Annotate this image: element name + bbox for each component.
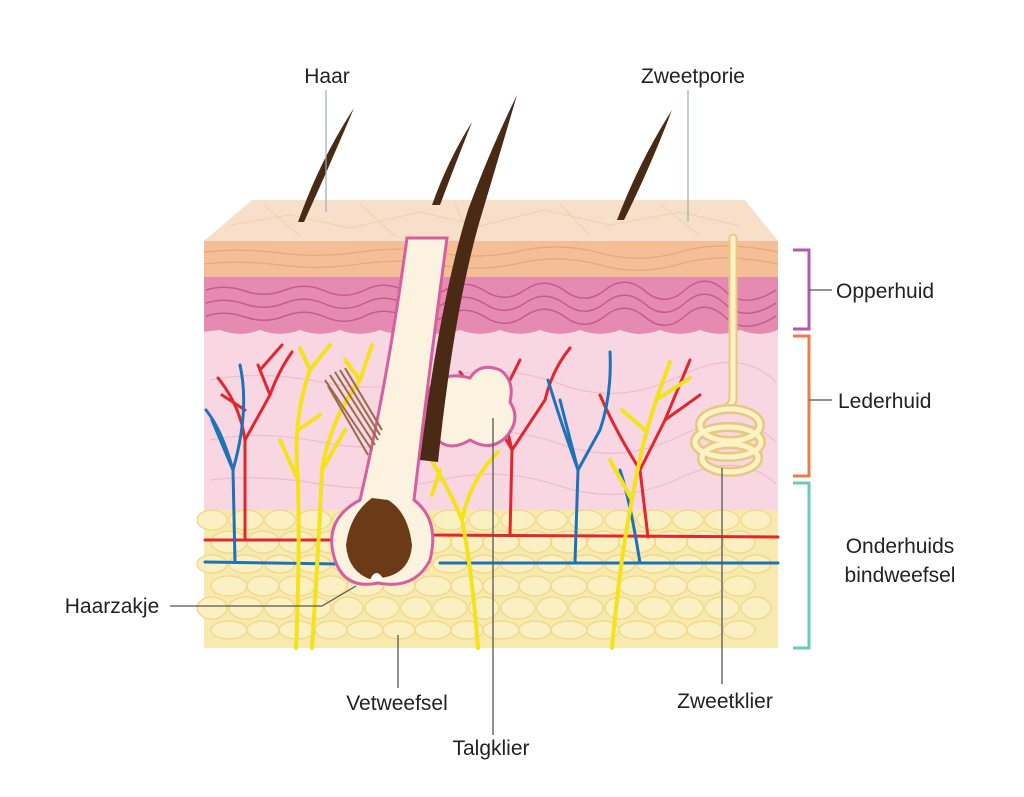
fat-cell xyxy=(246,530,280,554)
label-epidermis: Opperhuid xyxy=(836,280,934,303)
fat-cell xyxy=(536,596,568,620)
fat-cell xyxy=(654,620,688,640)
fat-cell xyxy=(228,596,264,620)
hair-shaft-main xyxy=(420,95,517,462)
fat-cell xyxy=(722,575,756,597)
fat-cell xyxy=(618,620,656,640)
fat-cell xyxy=(264,509,296,531)
hair-shaft-middle xyxy=(432,122,472,205)
fat-cell xyxy=(246,575,280,597)
dermis-bracket xyxy=(793,334,811,478)
fat-cell xyxy=(740,509,772,531)
fat-cell xyxy=(550,575,588,597)
skin-block xyxy=(196,95,780,650)
fat-cell xyxy=(586,530,620,554)
subcutis-bracket xyxy=(793,481,811,650)
papillary-waves xyxy=(205,280,777,327)
fat-cell xyxy=(196,509,228,531)
layer-brackets xyxy=(793,248,811,650)
fat-cell xyxy=(568,596,604,620)
label-sebaceous-gland: Talgklier xyxy=(452,737,529,760)
label-sweat-gland: Zweetklier xyxy=(677,690,773,713)
epidermis-bracket xyxy=(793,248,811,331)
nerves xyxy=(278,343,692,650)
surface-texture xyxy=(229,203,741,237)
fat-cell xyxy=(686,530,724,554)
label-hair-follicle: Haarzakje xyxy=(65,595,160,618)
fat-cell xyxy=(482,620,520,640)
fat-cell xyxy=(500,509,536,531)
fat-cell xyxy=(482,575,520,597)
stratum-layer xyxy=(204,241,778,277)
fat-cell xyxy=(550,620,588,640)
fat-cell xyxy=(722,530,756,554)
fat-cell xyxy=(432,596,468,620)
stratum-lines xyxy=(203,245,779,271)
fat-cell xyxy=(654,575,688,597)
fat-cell xyxy=(672,509,704,531)
fat-cell xyxy=(468,509,500,531)
fat-cell xyxy=(332,596,364,620)
fat-cell xyxy=(636,596,672,620)
label-sweat-pore: Zweetporie xyxy=(641,65,745,88)
fat-cell xyxy=(740,596,772,620)
skin-surface xyxy=(204,200,778,241)
fat-cell xyxy=(196,596,228,620)
fat-cell xyxy=(500,596,536,620)
fat-cell xyxy=(364,596,400,620)
fat-cell xyxy=(414,620,452,640)
fat-cell xyxy=(382,620,416,640)
fat-cell xyxy=(314,575,348,597)
fat-cell xyxy=(400,596,432,620)
fat-cell xyxy=(210,620,248,640)
fat-cell xyxy=(618,575,656,597)
label-dermis: Lederhuid xyxy=(838,390,931,413)
fat-cell xyxy=(296,509,332,531)
fat-cell xyxy=(518,575,552,597)
hair-shaft-right xyxy=(617,110,672,220)
fat-cell xyxy=(672,596,704,620)
fat-cell xyxy=(686,575,724,597)
fat-cell xyxy=(686,620,724,640)
fat-cell xyxy=(722,620,756,640)
fat-cell xyxy=(536,509,568,531)
fat-cell xyxy=(210,530,248,554)
leader-lines xyxy=(170,90,832,735)
papillary-layer xyxy=(204,277,778,334)
labels: Haar Zweetporie Opperhuid Lederhuid Onde… xyxy=(65,65,956,760)
arrector-pili-muscle xyxy=(324,367,383,456)
fat-cell xyxy=(346,620,384,640)
fat-cell xyxy=(314,620,348,640)
label-hair: Haar xyxy=(304,65,350,88)
fat-cell xyxy=(586,575,620,597)
fat-cell xyxy=(196,554,228,574)
fat-cell xyxy=(654,530,688,554)
fat-cell xyxy=(414,575,452,597)
sweat-gland xyxy=(690,233,766,477)
fat-cell xyxy=(604,596,636,620)
fat-cell xyxy=(636,509,672,531)
fat-cell xyxy=(568,509,604,531)
label-fat-tissue: Vetweefsel xyxy=(346,692,448,715)
fat-cell xyxy=(264,596,296,620)
label-subcutis-line2: bindweefsel xyxy=(845,564,956,587)
fat-cell xyxy=(450,575,484,597)
fat-cell xyxy=(246,620,280,640)
label-subcutis-line1: Onderhuids xyxy=(846,535,955,558)
hair-follicle xyxy=(330,236,449,586)
fat-cell xyxy=(518,620,552,640)
fat-cell xyxy=(210,575,248,597)
